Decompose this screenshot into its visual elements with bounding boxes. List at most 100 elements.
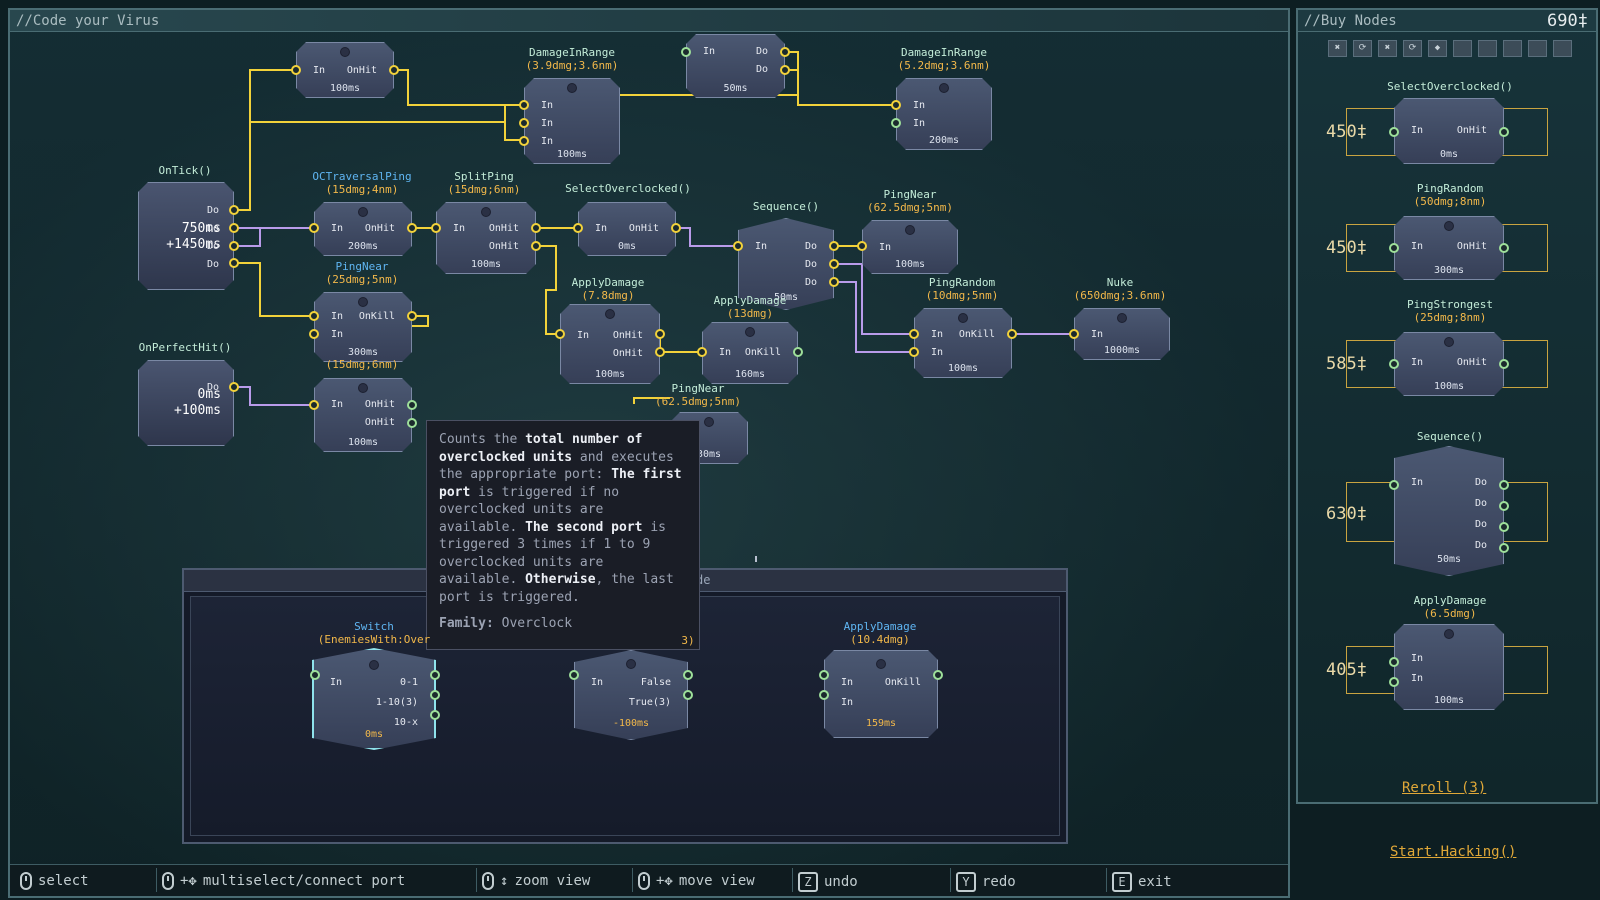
start-hacking-button[interactable]: Start.Hacking() bbox=[1390, 844, 1517, 860]
port-in[interactable] bbox=[309, 400, 319, 410]
port-out[interactable] bbox=[829, 241, 839, 251]
port-out[interactable] bbox=[933, 670, 943, 680]
port-in[interactable] bbox=[309, 223, 319, 233]
port-in[interactable] bbox=[309, 329, 319, 339]
node-pingnear[interactable]: In In OnKill 300ms bbox=[314, 292, 412, 362]
node-applydamage[interactable]: In OnKill 160ms bbox=[702, 322, 798, 384]
node-splitping[interactable]: In OnHit OnHit 100ms bbox=[436, 202, 536, 274]
port-out[interactable] bbox=[829, 259, 839, 269]
port-in[interactable] bbox=[857, 241, 867, 251]
node-damageinrange[interactable]: In In 200ms bbox=[896, 78, 992, 150]
port-in[interactable] bbox=[519, 136, 529, 146]
port-out[interactable] bbox=[229, 223, 239, 233]
port-label: In bbox=[331, 329, 344, 340]
filter-empty[interactable] bbox=[1528, 40, 1547, 57]
shop-offer-sequence[interactable]: In Do Do Do Do 50ms bbox=[1394, 446, 1504, 576]
filter-empty[interactable] bbox=[1553, 40, 1572, 57]
port-out[interactable] bbox=[531, 223, 541, 233]
port-out[interactable] bbox=[229, 382, 239, 392]
port-out[interactable] bbox=[780, 65, 790, 75]
port-out[interactable] bbox=[1007, 329, 1017, 339]
port-out[interactable] bbox=[829, 277, 839, 287]
port-out[interactable] bbox=[407, 311, 417, 321]
port-in[interactable] bbox=[291, 65, 301, 75]
port-in[interactable] bbox=[909, 329, 919, 339]
port-out[interactable] bbox=[389, 65, 399, 75]
port-in[interactable] bbox=[697, 347, 707, 357]
port-in[interactable] bbox=[891, 100, 901, 110]
offer-price: 450‡ bbox=[1326, 238, 1367, 258]
port-out[interactable] bbox=[531, 241, 541, 251]
port-out[interactable] bbox=[683, 670, 693, 680]
port-out[interactable] bbox=[683, 690, 693, 700]
event-interval: +1450ms bbox=[166, 237, 221, 252]
port-out[interactable] bbox=[229, 258, 239, 268]
port-out[interactable] bbox=[671, 223, 681, 233]
reroll-button[interactable]: Reroll (3) bbox=[1402, 780, 1487, 796]
port-in[interactable] bbox=[891, 118, 901, 128]
port-out[interactable] bbox=[655, 329, 665, 339]
port-in[interactable] bbox=[681, 47, 691, 57]
filter-damage-icon[interactable]: ✖ bbox=[1378, 40, 1397, 57]
port-out[interactable] bbox=[793, 347, 803, 357]
node-damageinrange[interactable]: In In In 100ms bbox=[524, 78, 620, 164]
port-in[interactable] bbox=[819, 670, 829, 680]
port-label: In bbox=[595, 223, 608, 234]
port-out bbox=[1499, 127, 1509, 137]
condition-node[interactable]: In False True(3) -100ms bbox=[574, 650, 688, 740]
filter-ping-icon[interactable]: ⟳ bbox=[1353, 40, 1372, 57]
node-applydamage[interactable]: In OnHit OnHit 100ms bbox=[560, 304, 660, 384]
port-out[interactable] bbox=[407, 400, 417, 410]
port-out[interactable] bbox=[430, 690, 440, 700]
port-in[interactable] bbox=[733, 241, 743, 251]
node-title: ApplyDamage(7.8dmg) bbox=[571, 276, 645, 302]
port-in[interactable] bbox=[1069, 329, 1079, 339]
port-out[interactable] bbox=[780, 47, 790, 57]
switch-node-selected[interactable]: In 0-1 1-10(3) 10-x 0ms bbox=[312, 648, 436, 750]
node-sequence[interactable]: In Do Do 50ms bbox=[686, 34, 785, 98]
event-node-onperfecthit[interactable]: 0ms +100ms Do bbox=[138, 360, 234, 446]
node-splitping[interactable]: In OnHit OnHit 100ms bbox=[314, 378, 412, 452]
port-out[interactable] bbox=[430, 710, 440, 720]
event-node-ontick[interactable]: 750ms +1450ms Do Do Do Do bbox=[138, 182, 234, 290]
port-out[interactable] bbox=[407, 223, 417, 233]
port-in[interactable] bbox=[310, 670, 320, 680]
port-in[interactable] bbox=[573, 223, 583, 233]
filter-empty[interactable] bbox=[1503, 40, 1522, 57]
filter-empty[interactable] bbox=[1478, 40, 1497, 57]
applydamage-node[interactable]: In In OnKill 159ms bbox=[824, 650, 938, 738]
port-in[interactable] bbox=[519, 100, 529, 110]
filter-damage-icon[interactable]: ✖ bbox=[1328, 40, 1347, 57]
node-octraversalping[interactable]: In OnHit 200ms bbox=[314, 202, 412, 256]
node-nuke[interactable]: In 1000ms bbox=[1074, 308, 1170, 360]
port-out[interactable] bbox=[229, 205, 239, 215]
filter-empty[interactable] bbox=[1453, 40, 1472, 57]
port-out[interactable] bbox=[407, 418, 417, 428]
port-in[interactable] bbox=[309, 311, 319, 321]
port-in bbox=[1389, 677, 1399, 687]
port-in[interactable] bbox=[569, 670, 579, 680]
port-in[interactable] bbox=[519, 118, 529, 128]
node-pingrandom[interactable]: In In OnKill 100ms bbox=[914, 308, 1012, 378]
port-out[interactable] bbox=[229, 241, 239, 251]
shop-offer-selectoverclocked[interactable]: In OnHit 0ms bbox=[1394, 98, 1504, 164]
shop-offer-applydamage[interactable]: In In 100ms bbox=[1394, 624, 1504, 710]
port-in[interactable] bbox=[819, 690, 829, 700]
node-sequence[interactable]: In Do Do Do 50ms bbox=[738, 218, 834, 310]
port-in[interactable] bbox=[431, 223, 441, 233]
node-ping[interactable]: In OnHit 100ms bbox=[296, 42, 394, 98]
port-out[interactable] bbox=[430, 670, 440, 680]
node-pingnear[interactable]: In 100ms bbox=[862, 220, 958, 274]
shop-offer-pingrandom[interactable]: In OnHit 300ms bbox=[1394, 216, 1504, 280]
filter-ping-icon[interactable]: ⟳ bbox=[1403, 40, 1422, 57]
buy-nodes-panel[interactable]: //Buy Nodes 690‡ ✖ ⟳ ✖ ⟳ ◆ SelectOverclo… bbox=[1296, 8, 1598, 804]
port-out[interactable] bbox=[655, 347, 665, 357]
port-in[interactable] bbox=[555, 329, 565, 339]
wire bbox=[633, 397, 670, 404]
shop-offer-pingstrongest[interactable]: In OnHit 100ms bbox=[1394, 332, 1504, 396]
filter-flow-icon[interactable]: ◆ bbox=[1428, 40, 1447, 57]
wire bbox=[659, 334, 702, 353]
port-in[interactable] bbox=[909, 347, 919, 357]
node-selectoverclocked[interactable]: In OnHit 0ms bbox=[578, 202, 676, 256]
